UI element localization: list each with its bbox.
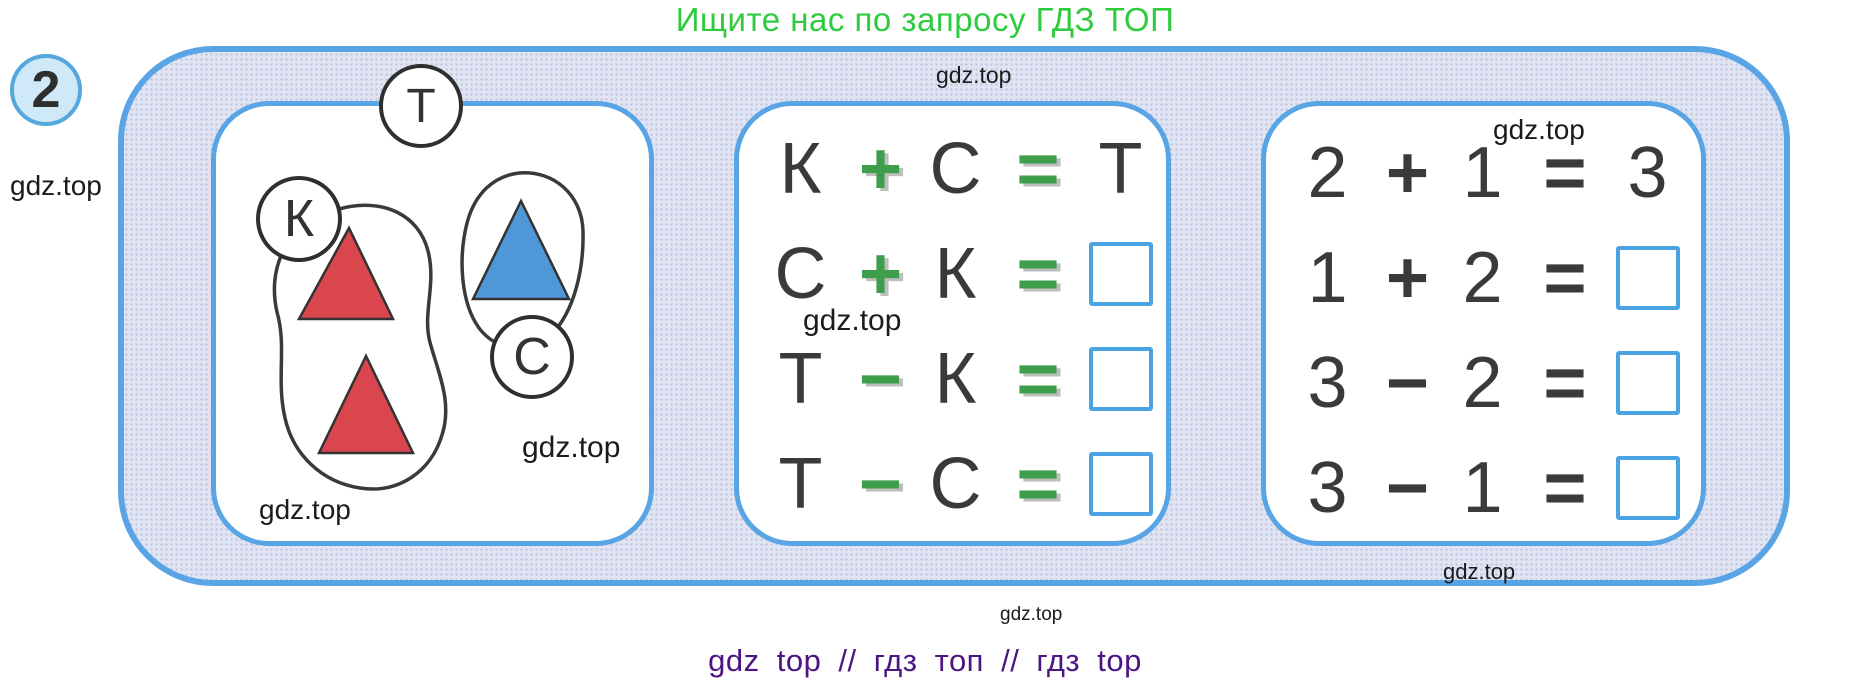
equation-row: С + К =: [739, 221, 1166, 326]
operand-a: 3: [1307, 342, 1348, 423]
watermark: gdz.top: [803, 304, 902, 337]
group1-outline: [272, 203, 448, 491]
operand-b: К: [934, 338, 977, 419]
plus-sign: +: [1385, 130, 1430, 214]
operand-a: 1: [1307, 237, 1348, 318]
group1-label-circle: К: [256, 176, 342, 262]
group1-label: К: [283, 190, 315, 248]
operand-a: С: [774, 233, 827, 314]
answer-box[interactable]: [1088, 451, 1153, 516]
equals-sign: =: [1543, 130, 1587, 214]
equation-row: 3 − 2 =: [1266, 330, 1701, 435]
set-diagram: [272, 171, 585, 491]
letter-equations-panel: К + С = Т С + К = Т − К = Т: [734, 101, 1171, 546]
watermark: gdz.top: [936, 62, 1012, 88]
operand-a: 3: [1307, 447, 1348, 528]
watermark: gdz.top: [1493, 114, 1585, 145]
promo-footer: gdz top // гдз топ // гдз top: [708, 643, 1142, 678]
watermark: gdz.top: [1443, 559, 1516, 584]
operand-b: 2: [1462, 237, 1503, 318]
equation-row: 3 − 1 =: [1266, 435, 1701, 540]
red-triangle: [296, 225, 395, 321]
equals-sign: =: [1543, 235, 1587, 319]
watermark: gdz.top: [10, 170, 102, 201]
equation-row: Т − С =: [739, 431, 1166, 536]
watermark: gdz.top: [259, 494, 351, 525]
answer-box[interactable]: [1615, 455, 1680, 520]
operand-b: С: [929, 443, 982, 524]
promo-header: Ищите нас по запросу ГДЗ ТОП: [675, 1, 1175, 38]
number-equations-panel: 2 + 1 = 3 1 + 2 = 3 − 2 = 3: [1261, 101, 1706, 546]
blue-triangle: [470, 198, 572, 301]
minus-sign: −: [1385, 445, 1430, 529]
equals-sign: =: [1016, 126, 1060, 210]
equation-row: 2 + 1 = 3: [1266, 120, 1701, 225]
answer-box[interactable]: [1615, 350, 1680, 415]
equation-row: Т − К =: [739, 326, 1166, 431]
equals-sign: =: [1016, 336, 1060, 420]
task-number: 2: [31, 61, 61, 119]
group2-label-circle: С: [490, 315, 574, 399]
equation-row: 1 + 2 =: [1266, 225, 1701, 330]
whole-set-label-circle: Т: [379, 64, 463, 148]
minus-sign: −: [1385, 340, 1430, 424]
operand-a: Т: [778, 443, 823, 524]
whole-set-label: Т: [406, 79, 436, 133]
equals-sign: =: [1543, 445, 1587, 529]
minus-sign: −: [858, 441, 903, 525]
operand-b: К: [934, 233, 977, 314]
plus-sign: +: [858, 126, 903, 210]
operand-a: 2: [1307, 132, 1348, 213]
operand-b: 2: [1462, 342, 1503, 423]
task-number-badge: 2: [10, 54, 82, 126]
equation-row: К + С = Т: [739, 116, 1166, 221]
equals-sign: =: [1016, 441, 1060, 525]
group2-label: С: [513, 328, 551, 386]
operand-b: 1: [1462, 447, 1503, 528]
equals-sign: =: [1543, 340, 1587, 424]
minus-sign: −: [858, 336, 903, 420]
answer-box[interactable]: [1088, 241, 1153, 306]
red-triangle: [317, 353, 415, 455]
plus-sign: +: [858, 231, 903, 315]
equation-result: Т: [1098, 128, 1143, 209]
watermark: gdz.top: [1000, 604, 1063, 625]
operand-b: 1: [1462, 132, 1503, 213]
diagram-panel: Т К С gdz.top gdz.top: [211, 64, 654, 546]
operand-b: С: [929, 128, 982, 209]
operand-a: К: [779, 128, 822, 209]
answer-box[interactable]: [1615, 245, 1680, 310]
plus-sign: +: [1385, 235, 1430, 319]
operand-a: Т: [778, 338, 823, 419]
equals-sign: =: [1016, 231, 1060, 315]
answer-box[interactable]: [1088, 346, 1153, 411]
exercise-container: gdz.top gdz.top Т К С gdz.top gdz.top К …: [118, 46, 1790, 586]
equation-result: 3: [1627, 132, 1668, 213]
watermark: gdz.top: [522, 431, 621, 464]
